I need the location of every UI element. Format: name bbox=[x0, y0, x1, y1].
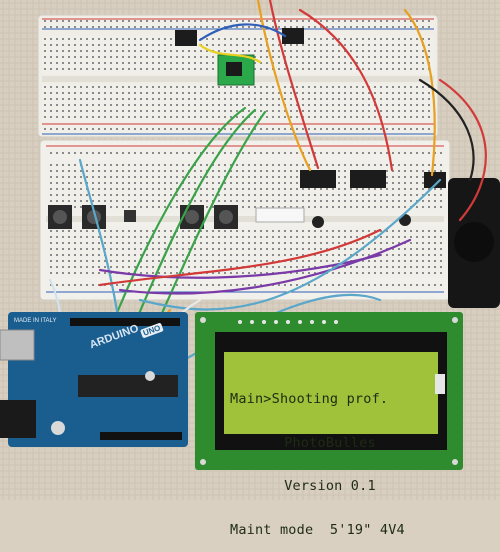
lcd-line-4: Maint mode 5'19" 4V4 bbox=[230, 521, 405, 538]
terminal-block bbox=[350, 170, 386, 188]
lcd-line-1: Main>Shooting prof. bbox=[230, 391, 389, 407]
lower-breadboard bbox=[39, 139, 451, 301]
lcd-display-text: Main>Shooting prof. PhotoBulles Version … bbox=[230, 363, 430, 537]
terminal-block bbox=[424, 172, 446, 188]
arduino-uno-board bbox=[0, 312, 188, 447]
terminal-block bbox=[300, 170, 336, 188]
lcd-line-3: Version 0.1 bbox=[284, 478, 376, 494]
terminal-block bbox=[175, 30, 197, 46]
lcd-line-2: PhotoBulles bbox=[284, 434, 376, 451]
push-buttons bbox=[48, 205, 238, 229]
white-component bbox=[255, 207, 305, 223]
stepper-driver-module bbox=[217, 54, 255, 86]
terminal-block bbox=[282, 28, 304, 44]
transistor bbox=[312, 216, 324, 228]
arduino-made-in-label: MADE IN ITALY bbox=[14, 318, 57, 324]
cooling-fan bbox=[448, 178, 500, 308]
photo-scene bbox=[0, 0, 500, 500]
lcd-header-pins bbox=[238, 320, 338, 324]
lcd-module bbox=[195, 312, 463, 470]
